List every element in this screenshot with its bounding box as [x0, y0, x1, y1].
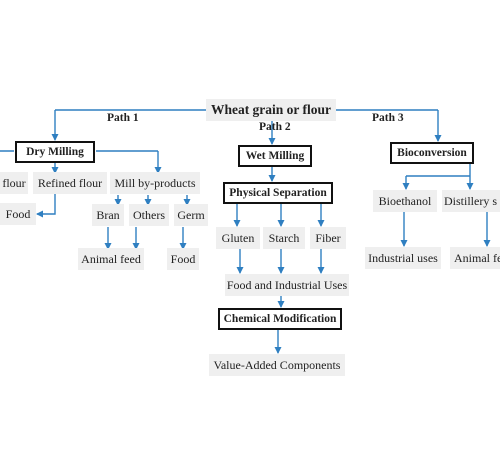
path-label-2: Path 2: [259, 121, 291, 133]
bran-node: Bran: [92, 204, 124, 226]
physical-separation-box: Physical Separation: [223, 182, 333, 204]
value-added-node: Value-Added Components: [209, 354, 345, 376]
refined-flour-node: Refined flour: [33, 172, 107, 194]
germ-food-node: Food: [167, 248, 199, 270]
whole-flour-node: flour: [0, 172, 28, 194]
dry-animal-feed-node: Animal feed: [78, 248, 144, 270]
bioethanol-node: Bioethanol: [373, 190, 437, 212]
starch-node: Starch: [263, 227, 305, 249]
dry-food-node: Food: [0, 203, 36, 225]
path-label-3: Path 3: [372, 112, 404, 124]
bio-animal-feed-node: Animal fe: [450, 247, 500, 269]
germ-node: Germ: [174, 204, 208, 226]
path-label-1: Path 1: [107, 112, 139, 124]
mill-byproducts-node: Mill by-products: [110, 172, 200, 194]
industrial-uses-node: Industrial uses: [365, 247, 441, 269]
root-node: Wheat grain or flour: [206, 99, 336, 121]
gluten-node: Gluten: [216, 227, 260, 249]
fiber-node: Fiber: [310, 227, 346, 249]
distillery-node: Distillery s: [442, 190, 500, 212]
chemical-modification-box: Chemical Modification: [218, 308, 342, 330]
others-node: Others: [129, 204, 169, 226]
food-industrial-uses-node: Food and Industrial Uses: [225, 274, 349, 296]
wet-milling-box: Wet Milling: [238, 145, 312, 167]
dry-milling-box: Dry Milling: [15, 141, 95, 163]
bioconversion-box: Bioconversion: [390, 142, 474, 164]
connector-refined-to-food: [36, 194, 56, 218]
